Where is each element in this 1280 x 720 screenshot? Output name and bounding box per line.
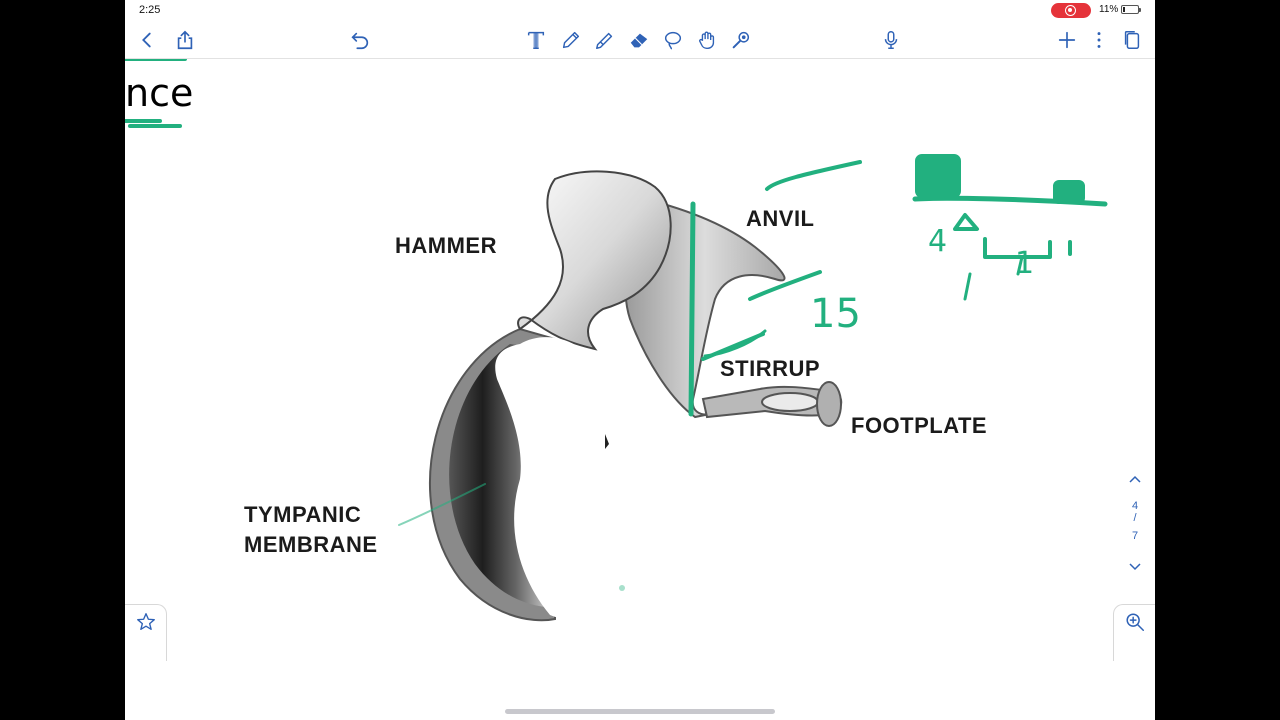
title-fragment: nce (125, 71, 194, 115)
page-total: 7 (1131, 530, 1139, 542)
pages-icon (1124, 31, 1140, 49)
label-membrane: MEMBRANE (244, 532, 378, 557)
pen-tool-button[interactable] (557, 26, 585, 54)
battery-icon (1121, 5, 1141, 14)
highlighter-tool-button[interactable] (591, 26, 619, 54)
pen-icon (562, 31, 580, 49)
hammer-bone-shape (517, 170, 672, 351)
microphone-icon (884, 31, 898, 49)
screen-recording-indicator[interactable] (1051, 3, 1091, 18)
chevron-up-icon[interactable] (1127, 472, 1143, 488)
hand-tool-button[interactable] (693, 26, 721, 54)
add-page-button[interactable] (1053, 26, 1081, 54)
ink-number: 15 (810, 291, 861, 337)
label-stirrup: STIRRUP (720, 356, 821, 381)
star-icon (136, 613, 155, 631)
status-bar: 2:25 11% (125, 0, 1155, 20)
undo-button[interactable] (346, 26, 374, 54)
laser-pointer-icon (732, 31, 750, 49)
plus-icon (1058, 31, 1076, 49)
battery-level: 11% (1099, 4, 1119, 15)
ink-ratio-left: 4 (928, 224, 948, 259)
laser-pointer-button[interactable] (727, 26, 755, 54)
more-options-button[interactable] (1085, 26, 1113, 54)
label-hammer: HAMMER (395, 233, 497, 258)
text-tool-icon (527, 31, 545, 49)
lasso-tool-button[interactable] (659, 26, 687, 54)
record-icon (1065, 5, 1076, 16)
lasso-icon (664, 31, 682, 50)
page-navigator: 4 / 7 (1119, 472, 1151, 582)
more-icon (1097, 32, 1101, 48)
eraser-tool-button[interactable] (625, 26, 653, 54)
notes-toolbar (125, 22, 1155, 59)
zoom-button[interactable] (1113, 604, 1155, 661)
back-button[interactable] (133, 26, 161, 54)
ink-annotations (125, 59, 1108, 526)
share-icon (177, 30, 193, 50)
zoom-in-icon (1125, 613, 1144, 631)
share-button[interactable] (171, 26, 199, 54)
chevron-left-icon (142, 32, 151, 48)
chevron-down-icon[interactable] (1127, 558, 1143, 574)
white-mask-shape (495, 337, 645, 620)
status-time: 2:25 (139, 4, 161, 16)
ipad-screen: 2:25 11% (125, 0, 1155, 720)
label-anvil: ANVIL (746, 206, 815, 231)
ear-ossicles-diagram (125, 59, 1108, 622)
record-audio-button[interactable] (877, 26, 905, 54)
undo-icon (351, 32, 369, 50)
favorite-button[interactable] (125, 604, 167, 661)
text-tool-button[interactable] (522, 26, 550, 54)
highlighter-icon (596, 32, 613, 49)
label-footplate: FOOTPLATE (851, 413, 988, 438)
eraser-icon (630, 33, 648, 48)
ink-ratio-right: 1 (1015, 246, 1035, 281)
home-indicator[interactable] (505, 709, 775, 714)
note-page-canvas[interactable]: nce HAMMER ANVIL STIRRUP FOOTPLATE TYMPA… (125, 59, 1155, 720)
page-separator: / (1133, 512, 1137, 524)
page-current: 4 (1131, 500, 1139, 512)
hand-icon (698, 31, 715, 49)
page-overview-button[interactable] (1118, 26, 1146, 54)
label-tympanic: TYMPANIC (244, 502, 362, 527)
